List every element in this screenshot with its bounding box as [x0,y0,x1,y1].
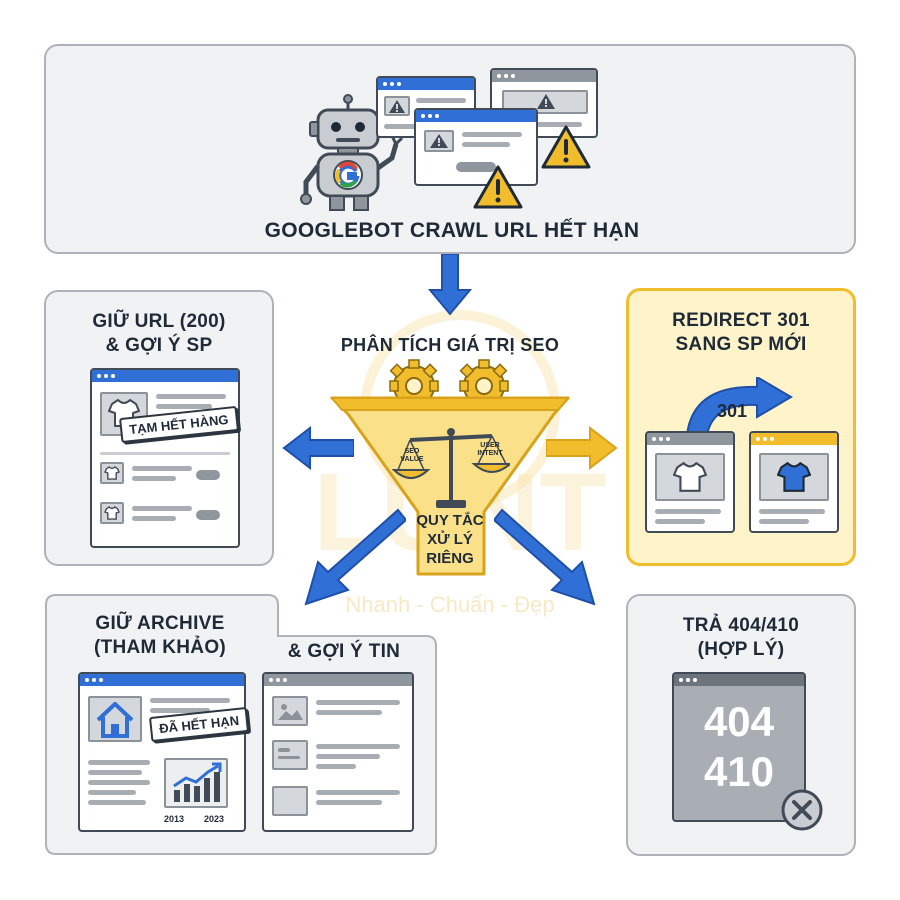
error-code-410: 410 [703,748,775,795]
keep-url-title-line-2: & GỢI Ý SP [105,334,213,356]
arrow-down-left [304,508,406,606]
notfound-title-line-1: TRẢ 404/410 [682,615,800,636]
down-arrow [428,254,472,316]
top-panel: GOOGLEBOT CRAWL URL HẾT HẠN [44,44,856,254]
tshirt-icon [104,506,120,520]
product-page-window [90,368,240,548]
warning-sign-icon [473,165,523,209]
rule-line-2: XỬ LÝ [427,530,473,548]
redirect-panel: REDIRECT 301 SANG SP MỚI 301 [626,288,856,566]
tshirt-icon [777,461,811,492]
redirect-title-line-2: SANG SP MỚI [675,333,807,355]
error-page-window: 404 410 [672,672,806,822]
arrow-down-right [494,508,596,606]
keep-url-panel: GIỮ URL (200) & GỢI Ý SP TẠM HẾT HÀNG [44,290,274,566]
notfound-title: TRẢ 404/410 (HỢP LÝ) [628,614,854,662]
warning-window-2 [490,68,598,138]
archive-title-right: & GỢI Ý TIN [287,641,401,662]
year-start: 2013 [164,814,185,824]
redirect-code: 301 [717,401,748,421]
center-title: PHÂN TÍCH GIÁ TRỊ SEO [340,335,560,355]
year-end: 2023 [204,814,225,824]
error-code-404: 404 [703,698,775,745]
warning-triangle-icon [430,134,448,148]
scale-icon [392,428,510,508]
warning-triangle-icon [389,100,405,113]
old-product-window [645,431,735,533]
notfound-title-line-2: (HỢP LÝ) [697,638,785,660]
news-suggestion-window [262,672,414,832]
new-product-window [749,431,839,533]
redirect-title: REDIRECT 301 SANG SP MỚI [629,309,853,357]
rule-label: QUY TẮC XỬ LÝ RIÊNG [402,512,498,568]
growth-chart-icon [173,762,222,802]
warning-window-3 [414,108,538,186]
notfound-panel: TRẢ 404/410 (HỢP LÝ) 404 410 [626,594,856,856]
redirect-curved-arrow [685,377,793,436]
rule-line-3: RIÊNG [426,549,474,567]
archive-page-window: 2013 2023 [78,672,246,832]
tshirt-icon [673,461,707,492]
tshirt-icon [104,466,120,480]
warning-triangle-icon [537,94,555,109]
redirect-title-line-1: REDIRECT 301 [672,310,810,331]
seo-value-label: SEO VALUE [400,448,424,463]
arrow-left [282,426,354,470]
top-title: GOOGLEBOT CRAWL URL HẾT HẠN [264,219,640,242]
image-icon [278,704,303,720]
gears-icon [389,359,509,404]
keep-url-title-line-1: GIỮ URL (200) [92,311,226,332]
keep-url-title: GIỮ URL (200) & GỢI Ý SP [46,310,272,358]
archive-title-line-1: GIỮ ARCHIVE [95,613,225,634]
rule-line-1: QUY TẮC [416,512,484,529]
close-circle-icon [781,789,823,831]
arrow-right [546,426,618,470]
user-intent-label: USER INTENT [477,442,503,457]
warning-sign-icon [541,125,591,169]
house-icon [96,702,134,738]
archive-title-line-2: (THAM KHẢO) [93,636,227,658]
archive-title: GIỮ ARCHIVE (THAM KHẢO) [60,612,260,660]
